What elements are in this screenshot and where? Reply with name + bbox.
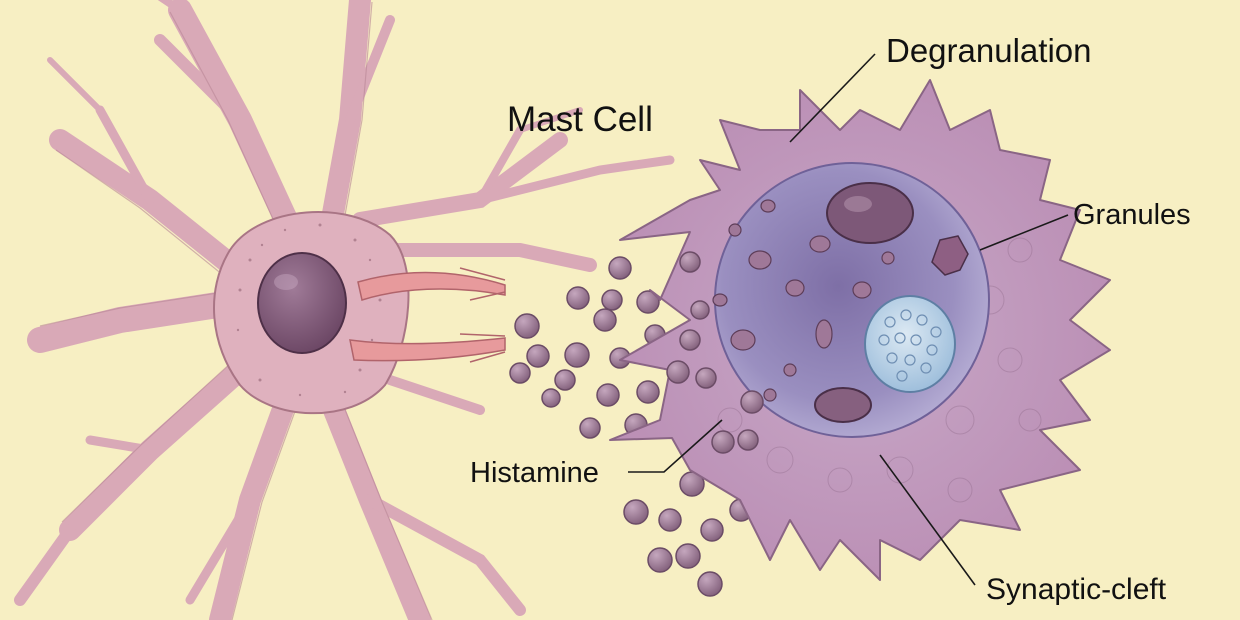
- granule: [675, 543, 701, 569]
- granule: [658, 508, 682, 532]
- granule: [636, 380, 660, 404]
- granule: [566, 286, 590, 310]
- granule: [526, 344, 550, 368]
- granules-leader: [979, 214, 1069, 251]
- granule: [636, 290, 660, 314]
- intracellular-granules: [712, 182, 969, 423]
- granule: [514, 313, 540, 339]
- synaptic-cleft-leader: [879, 454, 976, 586]
- label-mast-cell: Mast Cell: [507, 100, 653, 139]
- released-granules: [509, 256, 753, 597]
- granule: [647, 547, 673, 573]
- neuron: [14, 0, 675, 620]
- vesicle: [864, 295, 956, 393]
- degranulation-leader: [789, 53, 876, 143]
- granule: [700, 518, 724, 542]
- granule: [593, 308, 617, 332]
- label-degranulation: Degranulation: [886, 32, 1092, 69]
- mast-cell: [609, 79, 1111, 581]
- granule: [541, 388, 561, 408]
- axon-terminals: [349, 267, 506, 363]
- granule: [509, 362, 531, 384]
- granule: [608, 256, 632, 280]
- granule: [579, 417, 601, 439]
- histamine-leader: [628, 419, 723, 473]
- label-granules: Granules: [1073, 199, 1191, 231]
- leader-lines: [628, 53, 1069, 586]
- granule: [554, 369, 576, 391]
- granule: [601, 289, 623, 311]
- granule: [697, 571, 723, 597]
- granule: [564, 342, 590, 368]
- granule: [623, 499, 649, 525]
- granule: [596, 383, 620, 407]
- label-histamine: Histamine: [470, 457, 599, 489]
- label-synaptic-cleft: Synaptic-cleft: [986, 573, 1167, 606]
